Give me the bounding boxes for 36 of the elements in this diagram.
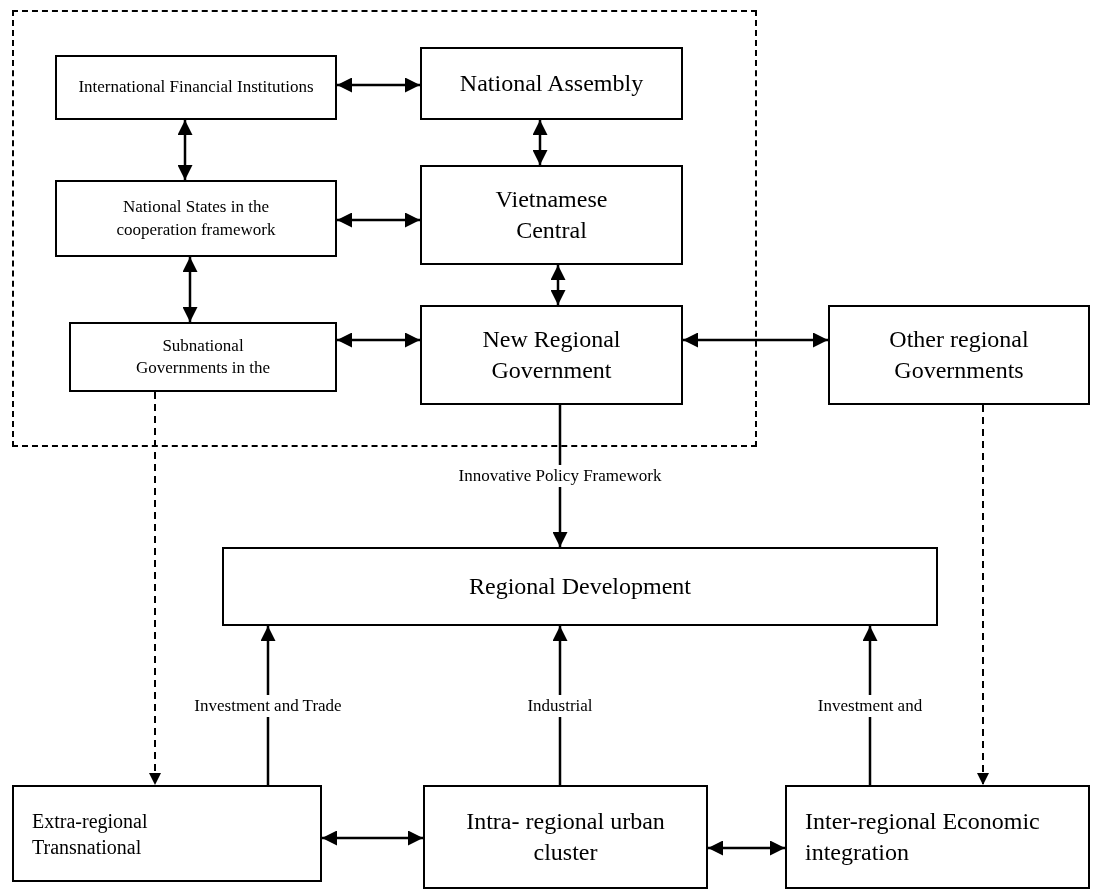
box-label: National Assembly [459,68,644,98]
dashed-arrow [977,404,989,786]
arrow [552,405,568,547]
box-label: National States in the cooperation framework [115,196,277,241]
box-label: Extra-regional Transnational [32,808,149,860]
box-label: Intra- regional urban cluster [465,806,666,867]
box-label: Other regional Governments [888,324,1030,385]
box-label: International Financial Institutions [78,76,314,99]
process-box [420,47,683,120]
dashed-group-frame [12,10,757,447]
process-box [785,785,1090,889]
process-box [222,547,938,626]
process-box [420,165,683,265]
arrow [337,332,420,348]
arrow [177,120,193,180]
process-box [55,180,337,257]
process-box [12,785,322,882]
box-label: Inter-regional Economic integration [805,806,1041,867]
arrow [708,840,785,856]
process-box [420,305,683,405]
process-box [828,305,1090,405]
arrow [683,332,828,348]
process-box [423,785,708,889]
arrow [182,257,198,322]
arrow [337,77,420,93]
box-label: Subnational Governments in the [134,334,272,379]
arrow [532,120,548,165]
process-box [69,322,337,392]
box-label: Regional Development [469,571,691,601]
box-label: New Regional Government [481,324,622,385]
arrow [322,830,423,846]
arrow [337,212,420,228]
process-box [55,55,337,120]
dashed-arrow [149,391,161,786]
box-label: Vietnamese Central [494,184,609,245]
arrow [550,265,566,305]
